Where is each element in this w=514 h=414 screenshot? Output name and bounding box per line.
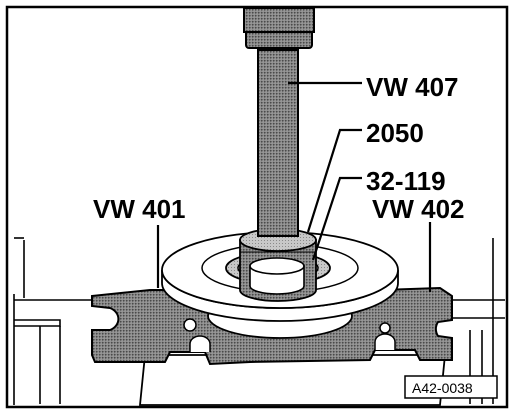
label-vw401: VW 401: [93, 194, 186, 224]
plate-hole: [183, 318, 197, 332]
plate-slot: [374, 333, 396, 350]
label-vw407: VW 407: [366, 72, 459, 102]
label-2050: 2050: [366, 118, 424, 148]
plate-hole: [379, 322, 391, 334]
spindle-upper: [243, 7, 315, 33]
label-32-119: 32-119: [366, 166, 446, 196]
label-vw402: VW 402: [372, 194, 465, 224]
leader-lines: [156, 81, 432, 292]
reference-number: A42-0038: [412, 380, 473, 396]
plate-slot: [189, 335, 211, 352]
reference-box: [404, 375, 498, 399]
spindle-vw407: [257, 49, 299, 237]
support-block: [139, 354, 446, 406]
ring-2050-top: [249, 257, 305, 275]
